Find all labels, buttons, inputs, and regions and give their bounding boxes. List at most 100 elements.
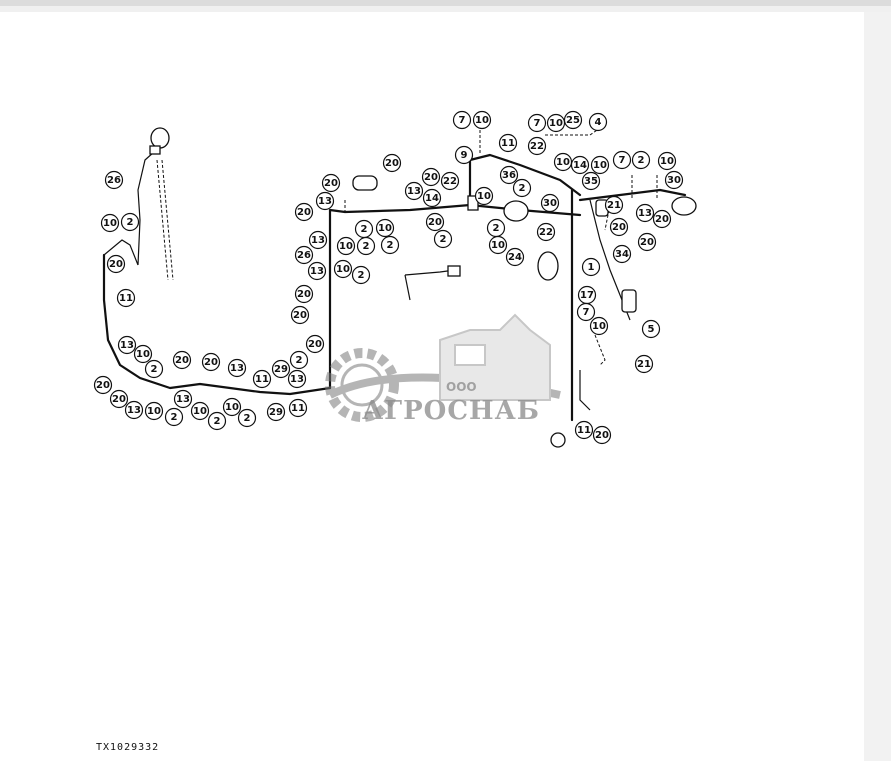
callout-circle xyxy=(499,165,519,185)
callout-label: 2 xyxy=(358,270,365,281)
callout-label: 22 xyxy=(539,227,553,238)
callout-20: 20 xyxy=(294,284,314,304)
callout-11: 11 xyxy=(252,369,272,389)
callout-label: 20 xyxy=(308,339,322,350)
callout-7: 7 xyxy=(612,150,632,170)
callout-2: 2 xyxy=(512,178,532,198)
callout-14: 14 xyxy=(422,188,442,208)
callout-34: 34 xyxy=(612,244,632,264)
callout-circle xyxy=(100,213,120,233)
callout-24: 24 xyxy=(505,247,525,267)
callout-label: 2 xyxy=(440,234,447,245)
callout-circle xyxy=(351,265,371,285)
callout-circle xyxy=(576,302,596,322)
callout-22: 22 xyxy=(440,171,460,191)
callout-circle xyxy=(201,352,221,372)
callout-label: 10 xyxy=(660,156,674,167)
callout-circle xyxy=(563,110,583,130)
callout-label: 35 xyxy=(584,176,598,187)
callout-label: 20 xyxy=(293,310,307,321)
callout-2: 2 xyxy=(351,265,371,285)
callout-10: 10 xyxy=(333,259,353,279)
callout-label: 2 xyxy=(387,240,394,251)
callout-36: 36 xyxy=(499,165,519,185)
callout-circle xyxy=(641,319,661,339)
callout-label: 20 xyxy=(297,289,311,300)
callout-circle xyxy=(336,236,356,256)
callout-circle xyxy=(307,261,327,281)
callout-label: 2 xyxy=(214,416,221,427)
callout-20: 20 xyxy=(637,232,657,252)
callout-label: 5 xyxy=(648,324,655,335)
work-light-component xyxy=(671,196,697,216)
callout-circle xyxy=(109,389,129,409)
lamp-component xyxy=(150,127,170,149)
callout-label: 7 xyxy=(583,307,590,318)
harness-wires xyxy=(102,127,687,422)
callout-20: 20 xyxy=(305,334,325,354)
callout-label: 10 xyxy=(477,191,491,202)
callout-circle xyxy=(527,136,547,156)
callout-circle xyxy=(227,358,247,378)
callout-circle xyxy=(333,259,353,279)
callout-circle xyxy=(104,170,124,190)
callout-label: 20 xyxy=(424,172,438,183)
diagram-sheet xyxy=(0,12,864,761)
callout-30: 30 xyxy=(664,170,684,190)
callout-circle xyxy=(120,212,140,232)
callout-13: 13 xyxy=(117,335,137,355)
callout-13: 13 xyxy=(315,191,335,211)
callout-20: 20 xyxy=(109,389,129,409)
callout-circle xyxy=(664,170,684,190)
callout-circle xyxy=(536,222,556,242)
callout-10: 10 xyxy=(474,186,494,206)
callout-20: 20 xyxy=(382,153,402,173)
callout-label: 4 xyxy=(595,117,602,128)
junction-component xyxy=(467,195,479,211)
callout-circle xyxy=(287,369,307,389)
callout-label: 13 xyxy=(230,363,244,374)
callout-13: 13 xyxy=(308,230,328,250)
callout-label: 20 xyxy=(428,217,442,228)
callout-10: 10 xyxy=(553,152,573,172)
callout-20: 20 xyxy=(592,425,612,445)
callout-label: 10 xyxy=(556,157,570,168)
callout-7: 7 xyxy=(452,110,472,130)
callout-7: 7 xyxy=(576,302,596,322)
callout-20: 20 xyxy=(172,350,192,370)
callout-circle xyxy=(498,133,518,153)
callout-label: 10 xyxy=(193,406,207,417)
callout-label: 22 xyxy=(530,141,544,152)
callout-circle xyxy=(315,191,335,211)
callout-13: 13 xyxy=(635,203,655,223)
callout-label: 20 xyxy=(655,214,669,225)
callout-circle xyxy=(433,229,453,249)
callout-20: 20 xyxy=(93,375,113,395)
callout-circle xyxy=(472,110,492,130)
callout-label: 20 xyxy=(112,394,126,405)
callout-20: 20 xyxy=(652,209,672,229)
callout-circle xyxy=(237,408,257,428)
callout-label: 21 xyxy=(637,359,651,370)
callout-10: 10 xyxy=(589,316,609,336)
callout-20: 20 xyxy=(201,352,221,372)
callout-label: 2 xyxy=(363,241,370,252)
callout-26: 26 xyxy=(104,170,124,190)
callout-11: 11 xyxy=(116,288,136,308)
callout-22: 22 xyxy=(527,136,547,156)
callout-label: 2 xyxy=(171,412,178,423)
callout-7: 7 xyxy=(527,113,547,133)
callout-label: 36 xyxy=(502,170,516,181)
callout-10: 10 xyxy=(546,113,566,133)
callout-2: 2 xyxy=(631,150,651,170)
callout-circle xyxy=(634,354,654,374)
callout-label: 11 xyxy=(291,403,305,414)
callout-13: 13 xyxy=(307,261,327,281)
callout-2: 2 xyxy=(120,212,140,232)
callout-label: 17 xyxy=(580,290,594,301)
callout-label: 2 xyxy=(361,224,368,235)
callout-label: 13 xyxy=(311,235,325,246)
callout-circle xyxy=(590,155,610,175)
callout-13: 13 xyxy=(124,400,144,420)
